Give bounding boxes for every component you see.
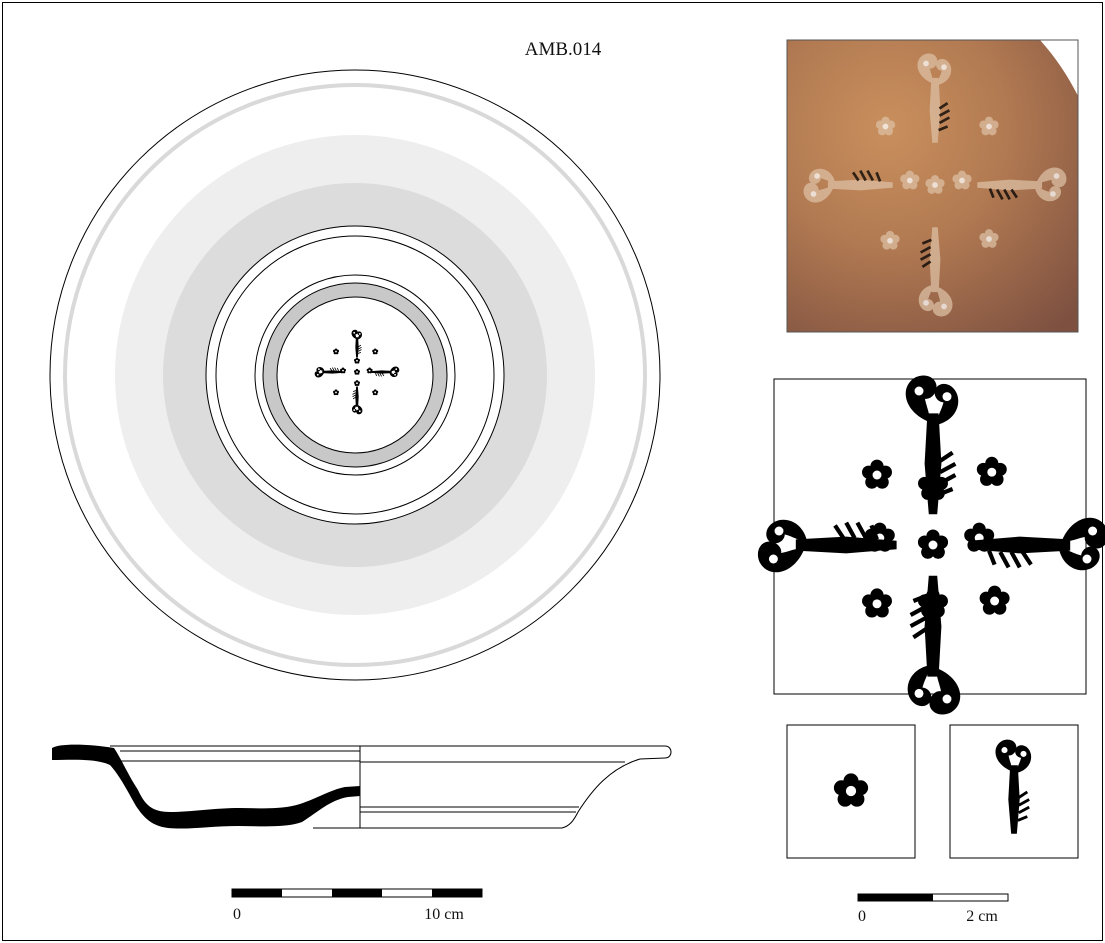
rim-band [63, 83, 647, 667]
scale-large-zero: 0 [233, 906, 241, 923]
stamp-photograph [786, 39, 1079, 333]
stamp-pattern-drawing [758, 376, 1105, 715]
floor-medallion [276, 296, 434, 454]
scale-bar-small: 0 2 cm [857, 893, 1009, 925]
single-palm-stamp [949, 724, 1079, 859]
scale-large-end: 10 cm [424, 906, 464, 923]
catalogue-number: AMB.014 [525, 39, 602, 60]
section-profile [52, 744, 360, 829]
scale-small-end: 2 cm [966, 908, 998, 925]
exterior-outline [359, 745, 672, 829]
scale-small-zero: 0 [858, 908, 866, 925]
single-rosette-stamp [786, 724, 916, 859]
scale-bar-large: 0 10 cm [231, 888, 483, 923]
dish-profile-section [52, 744, 672, 829]
dish-plan-view [49, 69, 661, 681]
